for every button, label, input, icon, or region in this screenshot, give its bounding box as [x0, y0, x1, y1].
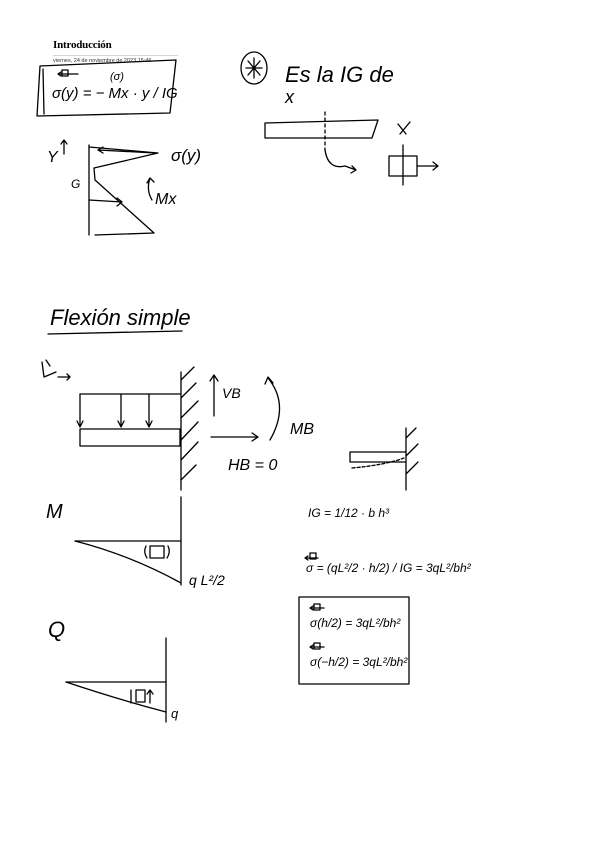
result-line-2: σ(−h/2) = 3qL²/bh² — [310, 655, 408, 669]
q-end-value: q — [171, 706, 179, 721]
ig-note-text: Es la IG de — [285, 62, 394, 87]
stress-distribution: Y G σ(y) Mx — [47, 139, 201, 236]
moment-mx-label: Mx — [155, 191, 177, 208]
reaction-hb: HB = 0 — [228, 457, 277, 474]
page-title: Introducción — [53, 39, 112, 51]
moment-diagram: M q L²/2 — [46, 496, 225, 588]
shear-diagram: Q q — [48, 617, 179, 723]
section-title: Flexión simple — [50, 305, 191, 330]
sigma-max-formula: σ = (qL²/2 · h/2) / IG = 3qL²/bh² — [304, 552, 472, 575]
beam-sketch — [264, 111, 439, 186]
stress-formula: σ(y) = − Mx · y / IG — [52, 85, 178, 102]
result-line-1: σ(h/2) = 3qL²/bh² — [310, 616, 401, 630]
moment-mb: MB — [290, 421, 314, 438]
result-box: σ(h/2) = 3qL²/bh² σ(−h/2) = 3qL²/bh² — [298, 596, 410, 685]
cantilever-beam: VB HB = 0 MB — [41, 359, 314, 491]
axis-y-label: Y — [47, 149, 59, 166]
deflection-sketch — [349, 427, 419, 491]
page-date: viernes, 24 de noviembre de 2023 15:46 — [53, 58, 152, 64]
bar-ref: (σ) — [110, 71, 124, 83]
sigma-max-text: σ = (qL²/2 · h/2) / IG = 3qL²/bh² — [306, 561, 472, 575]
ig-formula-text: IG = 1/12 · b h³ — [308, 506, 390, 520]
diagram-m-label: M — [46, 501, 63, 523]
ig-formula: IG = 1/12 · b h³ — [308, 506, 390, 520]
title-divider — [53, 55, 178, 56]
section-heading: Flexión simple — [47, 305, 191, 335]
ig-note-x: x — [284, 87, 295, 107]
diagram-q-label: Q — [48, 617, 65, 642]
reaction-vb: VB — [222, 385, 241, 401]
ig-note: Es la IG de x — [240, 51, 394, 107]
stress-formula-box: (σ) σ(y) = − Mx · y / IG — [36, 59, 178, 117]
stress-label: σ(y) — [171, 146, 201, 165]
centroid-label: G — [71, 177, 80, 191]
m-end-value: q L²/2 — [189, 572, 225, 588]
